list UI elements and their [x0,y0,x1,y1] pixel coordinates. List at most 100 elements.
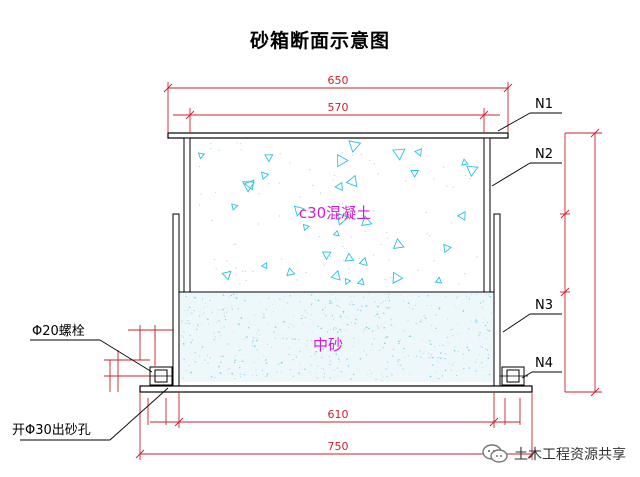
sand-speck [182,377,184,379]
sand-speck [435,314,438,316]
sand-speck [331,302,333,304]
sand-speck [272,379,274,381]
sand-speck [213,338,216,341]
sand-speck [466,346,469,349]
sand-speck [322,340,325,343]
sand-speck [239,319,241,321]
sand-speck [369,369,371,371]
sand-speck [376,325,379,327]
sand-speck [427,294,429,297]
sand-speck [439,352,442,354]
sand-speck [329,360,332,362]
sand-speck [231,372,234,375]
sand-speck [219,372,221,374]
sand-speck [337,299,338,301]
sand-speck [181,320,183,322]
sand-speck [232,330,235,332]
sand-speck [481,306,483,309]
concrete-speck [299,196,301,198]
sand-speck [407,354,410,357]
sand-speck [190,312,193,315]
sand-speck [314,299,316,301]
sand-speck [404,330,406,332]
sand-speck [262,316,264,318]
sand-speck [479,345,481,347]
concrete-speck [350,236,352,238]
sand-speck [488,373,491,376]
sand-speck [399,364,402,367]
concrete-speck [341,223,343,225]
callout-n2: N2 [535,147,553,162]
sand-speck [308,326,310,328]
sand-speck [253,361,255,363]
concrete-speck [245,270,247,272]
sand-speck [320,327,323,330]
concrete-speck [336,157,338,159]
sand-speck [223,312,225,314]
sand-speck [208,323,209,325]
sand-speck [417,318,419,320]
sand-speck [239,366,241,369]
concrete-speck [210,142,212,144]
sand-speck [429,340,431,342]
aggregate-chip [356,277,365,286]
sand-speck [210,375,213,378]
sand-speck [482,300,485,302]
sand-speck [334,342,337,345]
sand-speck [286,302,289,304]
sand-speck [377,327,380,329]
sand-speck [243,338,245,340]
sand-speck [356,308,359,311]
sand-speck [193,309,195,312]
sand-speck [490,312,493,314]
sand-speck [329,302,331,305]
sand-speck [353,337,355,340]
sand-speck [486,329,489,331]
sand-speck [335,327,337,329]
sand-speck [229,344,231,346]
sand-speck [291,338,293,340]
top-plate-n1 [167,132,509,139]
concrete-speck [239,143,241,145]
sand-speck [188,364,190,367]
sand-speck [438,377,440,380]
sand-speck [318,337,320,338]
aggregate-chip [334,181,343,192]
sand-speck [260,302,262,303]
sand-speck [373,305,375,307]
inner-wall-right [483,137,491,293]
sand-speck [351,321,353,323]
sand-speck [353,303,355,306]
sand-speck [448,362,449,364]
sand-speck [218,309,220,311]
sand-speck [262,374,264,376]
concrete-speck [226,260,228,262]
sand-speck [314,353,316,356]
aggregate-chip [264,154,274,163]
sand-speck [324,306,327,309]
concrete-speck [309,219,311,221]
sand-speck [185,295,187,298]
sand-speck [474,321,476,323]
sand-speck [407,302,410,305]
sand-speck [380,302,382,304]
sand-speck [238,361,240,363]
sand-speck [373,302,375,304]
concrete-speck [278,182,280,184]
sand-speck [384,294,386,296]
concrete-speck [308,169,310,171]
sand-speck [478,366,480,368]
concrete-speck [224,274,226,276]
sand-speck [206,305,208,307]
sand-speck [374,315,376,317]
sand-speck [431,364,434,366]
sand-speck [239,376,241,378]
concrete-speck [469,177,471,179]
sand-speck [391,355,394,357]
sand-speck [321,308,324,311]
concrete-speck [443,166,445,168]
sand-speck [345,316,347,318]
aggregate-chip [293,205,305,217]
aggregate-chip [414,148,423,157]
sand-speck [285,337,288,340]
